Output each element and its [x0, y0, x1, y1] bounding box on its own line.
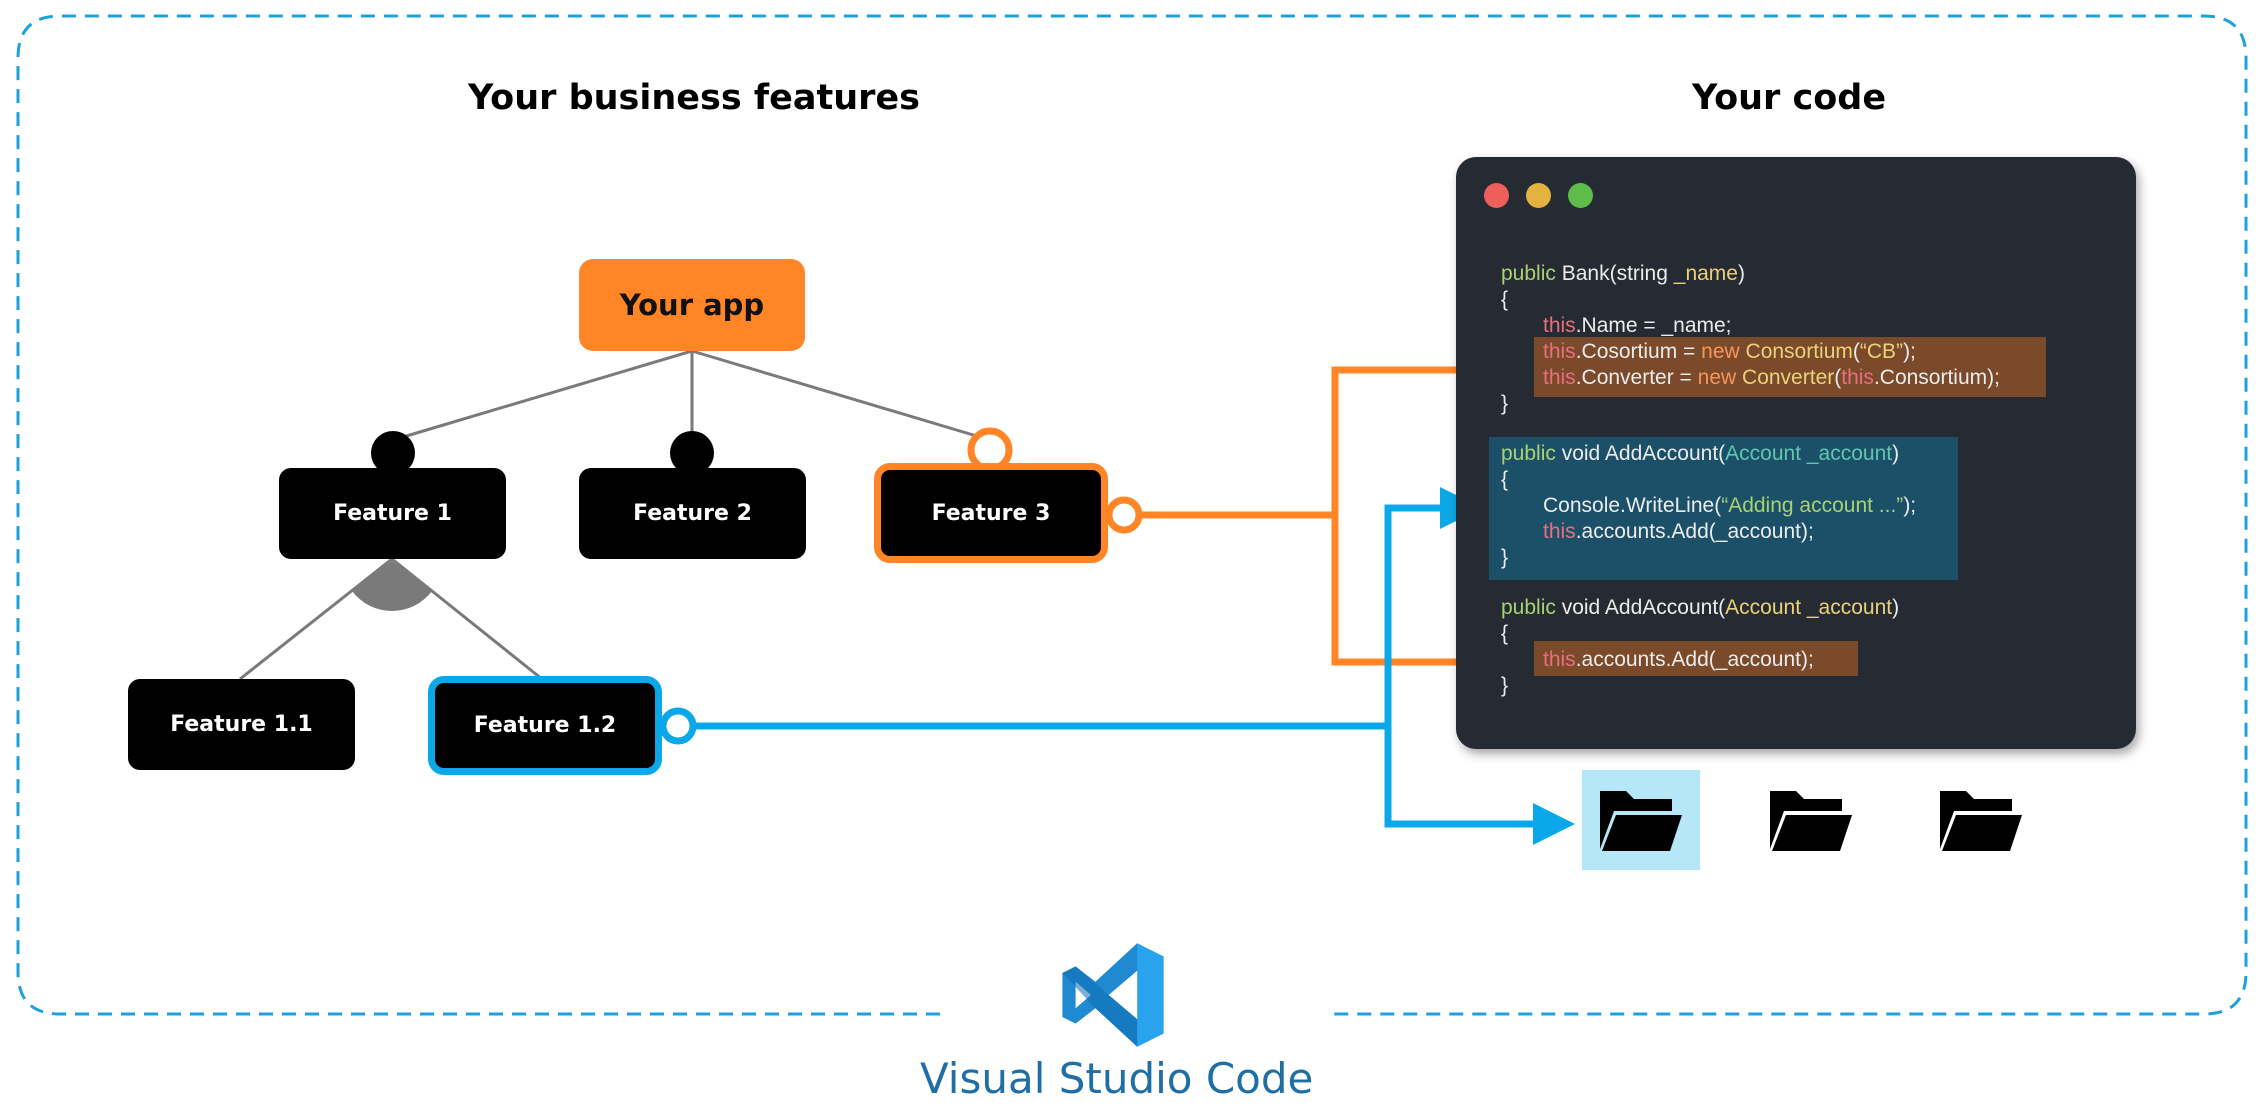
tree-edges [239, 349, 991, 681]
vscode-logo-icon [1062, 943, 1164, 1047]
code-line: this.Cosortium = new Consortium(“CB”); [1543, 340, 1916, 363]
code-line: } [1501, 546, 1509, 569]
alternative-group-arc [352, 561, 432, 611]
folder-icon [1582, 770, 1700, 870]
code-line: this.Converter = new Converter(this.Cons… [1543, 366, 2000, 389]
feature-2-node: Feature 2 [579, 468, 806, 559]
code-line: this.Name = _name; [1543, 314, 1732, 337]
folder-icon [1752, 770, 1870, 870]
code-line: public Bank(string _name) [1501, 262, 1745, 285]
code-line: public void AddAccount(Account _account) [1501, 442, 1900, 465]
mandatory-marker-f1 [371, 431, 415, 475]
code-line: Console.WriteLine(“Adding account ...”); [1543, 494, 1917, 517]
code-editor-window: public Bank(string _name) { this.Name = … [1456, 157, 2136, 749]
feature-1-1-node: Feature 1.1 [128, 679, 355, 770]
code-line: this.accounts.Add(_account); [1543, 520, 1814, 543]
feature-3-node: Feature 3 [874, 463, 1108, 563]
feature-3-highlight-method [1534, 641, 1858, 676]
your-code-heading: Your code [1691, 78, 1887, 118]
folder-icon [1922, 770, 2040, 870]
your-app-node: Your app [579, 259, 805, 351]
feature-1-node: Feature 1 [279, 468, 506, 559]
code-line: public void AddAccount(Account _account) [1501, 596, 1900, 619]
mandatory-marker-f2 [670, 431, 714, 475]
code-line: this.accounts.Add(_account); [1543, 648, 1814, 671]
code-line: { [1501, 622, 1509, 645]
feature-1-2-highlight-method [1489, 437, 1958, 580]
business-features-heading: Your business features [468, 78, 920, 118]
code-line: { [1501, 288, 1509, 311]
code-line: } [1501, 674, 1509, 697]
close-dot-icon [1484, 183, 1509, 208]
code-line: } [1501, 392, 1509, 415]
code-line: { [1501, 468, 1509, 491]
feature-1-2-node: Feature 1.2 [428, 676, 662, 775]
feature-1-2-links [694, 487, 1575, 845]
dashed-border [16, 14, 2248, 1016]
feature-3-highlight-constructor [1534, 337, 2046, 397]
maximize-dot-icon [1568, 183, 1593, 208]
feature-1-2-port [659, 707, 697, 745]
minimize-dot-icon [1526, 183, 1551, 208]
vscode-brand-text: Visual Studio Code [920, 1054, 1314, 1103]
feature-3-port [1105, 496, 1143, 534]
